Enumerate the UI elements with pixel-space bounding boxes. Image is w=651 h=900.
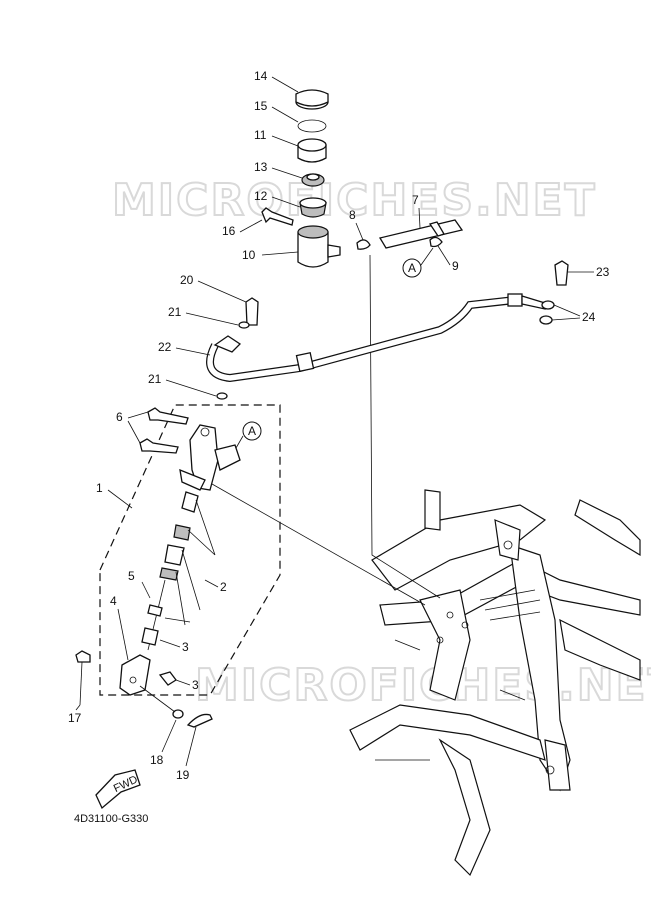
callout-14: 14 — [254, 69, 268, 83]
assembly-boundary — [99, 404, 281, 696]
ref-marker-top-label: A — [408, 261, 416, 275]
washer-24-a — [541, 300, 555, 310]
callout-10: 10 — [242, 248, 256, 262]
diagram-code: 4D31100-G330 — [74, 813, 148, 825]
bolt-23 — [554, 260, 569, 286]
callout-17: 17 — [68, 711, 82, 725]
fwd-arrow-icon: FWD — [95, 769, 141, 810]
frame-structure — [349, 489, 641, 877]
callout-9: 9 — [452, 259, 459, 273]
clevis-4 — [119, 654, 151, 696]
clip-9 — [429, 236, 443, 248]
bolt-6-lower — [139, 438, 179, 454]
callout-12: 12 — [254, 189, 268, 203]
float — [301, 173, 325, 187]
callout-5: 5 — [128, 569, 135, 583]
ref-marker-lower-label: A — [248, 424, 256, 438]
reservoir-cap — [295, 89, 329, 110]
callout-15: 15 — [254, 99, 268, 113]
callout-20: 20 — [180, 273, 194, 287]
brake-hose — [206, 293, 546, 383]
callout-4: 4 — [110, 594, 117, 608]
watermark-top: MICROFICHES.NET — [112, 175, 597, 226]
bolt-6-upper — [147, 407, 189, 425]
callout-16: 16 — [222, 224, 236, 238]
callout-13: 13 — [254, 160, 268, 174]
callouts: 14 15 11 13 12 16 10 8 7 9 20 21 22 21 2… — [68, 69, 610, 782]
piston-kit — [141, 491, 216, 651]
bolt-17 — [75, 650, 91, 663]
washer-18 — [172, 709, 184, 719]
callout-3-upper: 3 — [182, 640, 189, 654]
cap-ring — [297, 138, 327, 163]
callout-23: 23 — [596, 265, 610, 279]
nut-3 — [158, 671, 177, 686]
callout-7: 7 — [412, 193, 419, 207]
ref-marker-lower: A — [242, 421, 262, 441]
reservoir-plate — [299, 197, 327, 218]
screw-16 — [261, 207, 294, 226]
washer-21-upper — [238, 321, 250, 329]
callout-21-upper: 21 — [168, 305, 182, 319]
ref-marker-top: A — [402, 258, 422, 278]
pin-5 — [141, 581, 151, 599]
callout-2: 2 — [220, 580, 227, 594]
watermark-bottom: MICROFICHES.NET — [195, 660, 651, 711]
leader-to-frame-2 — [204, 479, 426, 606]
diaphragm-ring — [297, 119, 327, 133]
cotter-pin-19 — [186, 713, 213, 728]
bolt-20 — [245, 297, 259, 326]
callout-6: 6 — [116, 410, 123, 424]
callout-19: 19 — [176, 768, 190, 782]
callout-3-lower: 3 — [192, 678, 199, 692]
callout-22: 22 — [158, 340, 172, 354]
master-cylinder-body — [179, 424, 241, 491]
callout-24: 24 — [582, 310, 596, 324]
washer-21-lower — [216, 392, 228, 400]
clip-8 — [356, 239, 371, 250]
reservoir-tank — [297, 225, 341, 268]
leader-to-frame-1 — [369, 254, 441, 599]
callout-8: 8 — [349, 208, 356, 222]
callout-18: 18 — [150, 753, 164, 767]
washer-24-b — [539, 315, 553, 325]
hose-7 — [378, 219, 464, 249]
callout-21-lower: 21 — [148, 372, 162, 386]
callout-11: 11 — [254, 128, 267, 142]
callout-1: 1 — [96, 481, 103, 495]
